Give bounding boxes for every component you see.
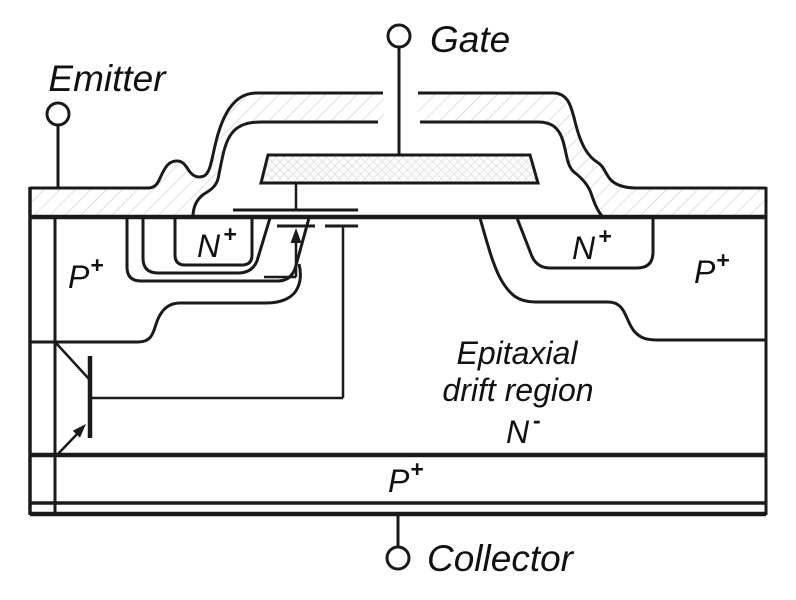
pnp-emitter-arrowhead [72, 424, 86, 438]
p-substrate-sup: + [410, 456, 423, 482]
n-source-right-sup: + [598, 223, 611, 249]
pnp-emitter-lead [55, 430, 81, 457]
left-n-source-well [173, 217, 254, 267]
pnp-transistor-symbol [55, 342, 343, 457]
right-n-source-well [515, 217, 655, 270]
drift-n-minus-sup: - [533, 407, 541, 433]
gate-terminal: Gate [386, 19, 510, 155]
gate-terminal-node [386, 23, 412, 49]
emitter-label: Emitter [48, 58, 167, 99]
mosfet-symbol [233, 183, 358, 398]
emitter-terminal-node [45, 101, 71, 127]
poly-gate [259, 153, 540, 185]
p-substrate-label: P [388, 463, 410, 499]
metal-bridge-outer-left [147, 91, 383, 190]
left-pwell-outer [125, 217, 311, 283]
n-source-left-sup: + [223, 221, 236, 247]
metal-bridge-outer-right [418, 91, 638, 190]
drift-region-line2: drift region [442, 372, 593, 408]
drift-region-line1: Epitaxial [457, 335, 579, 371]
metal-bridge-inner-left [191, 120, 378, 218]
mosfet-body-arrowhead [290, 228, 302, 243]
drift-n-minus-label: N [506, 414, 530, 450]
region-labels: P + N + N + P + Epitaxial drift region N… [68, 221, 729, 499]
p-body-left-sup: + [90, 252, 103, 278]
collector-terminal: Collector [385, 514, 575, 579]
pnp-collector-lead [55, 342, 90, 380]
gate-label: Gate [430, 19, 510, 60]
p-body-right-label: P [694, 254, 716, 290]
collector-terminal-node [385, 545, 411, 571]
metal-bridge-inner-right [420, 120, 605, 219]
p-body-left-label: P [68, 259, 90, 295]
left-pbody-ring [141, 217, 272, 275]
collector-label: Collector [427, 538, 575, 579]
n-source-right-label: N [572, 230, 596, 266]
n-source-left-label: N [197, 228, 221, 264]
left-deep-pwell-boundary [30, 263, 302, 344]
p-body-right-sup: + [716, 247, 729, 273]
emitter-terminal: Emitter [45, 58, 167, 188]
right-pwell-boundary [478, 217, 766, 342]
